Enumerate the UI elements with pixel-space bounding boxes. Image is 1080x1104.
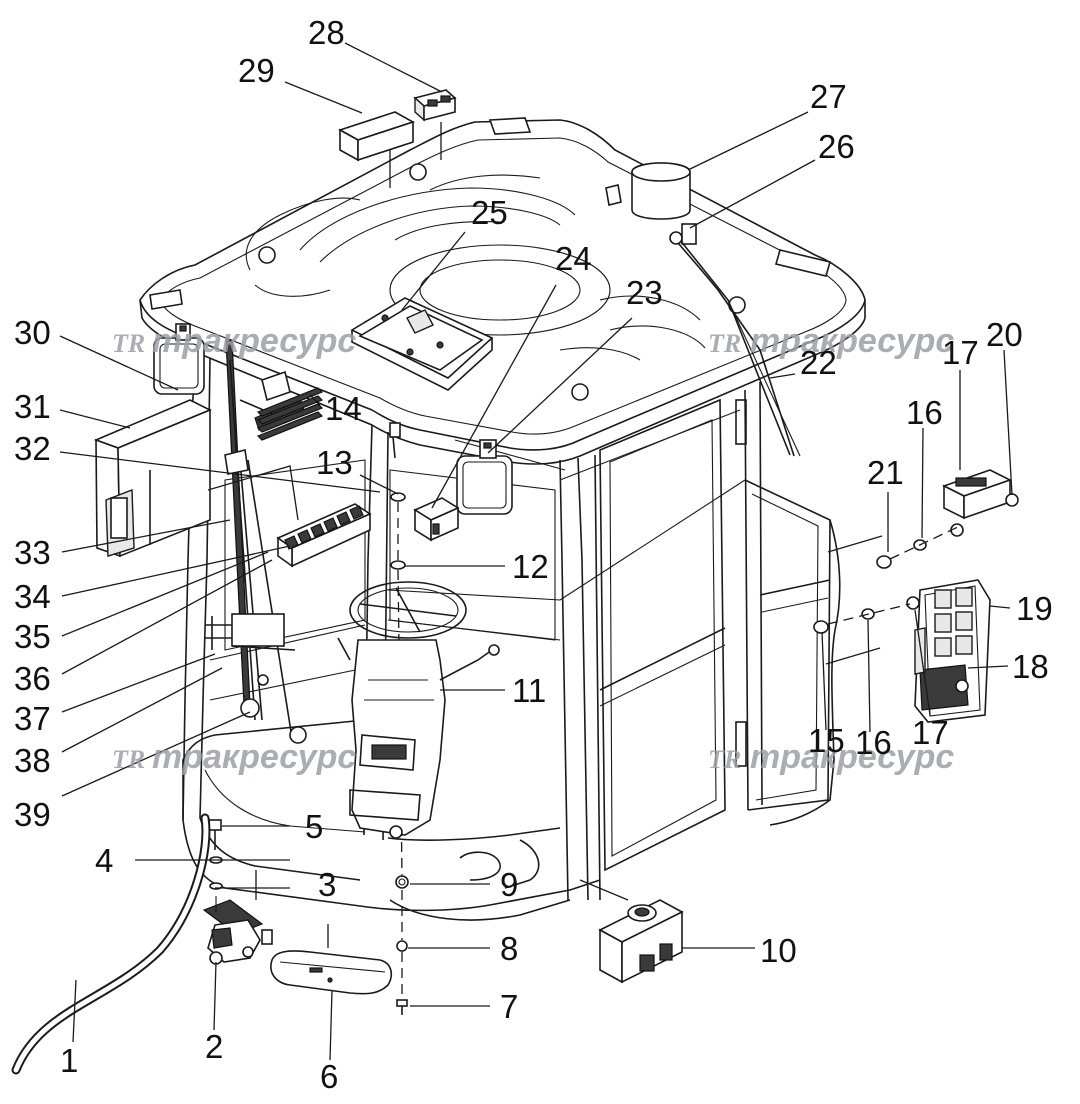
leader-lines <box>59 42 1013 1061</box>
label-part-28: 28 <box>308 14 345 51</box>
part-31-side-panel <box>93 399 212 558</box>
part-11-steering-column <box>337 581 500 839</box>
label-part-3: 3 <box>318 866 336 903</box>
label-part-4: 4 <box>95 842 113 879</box>
part-33-switch-panel <box>207 465 372 568</box>
part-14-grille <box>256 387 324 441</box>
label-part-10: 10 <box>760 932 797 969</box>
part-20-relay-box <box>941 469 1019 520</box>
part-37-bracket <box>205 613 296 651</box>
watermark-top-left: TR тракресурс <box>112 322 356 360</box>
label-part-35: 35 <box>14 618 51 655</box>
label-part-15: 15 <box>808 722 845 759</box>
label-part-36: 36 <box>14 660 51 697</box>
label-part-17-upper: 17 <box>942 334 979 371</box>
label-part-38: 38 <box>14 742 51 779</box>
label-part-5: 5 <box>305 808 323 845</box>
part-30-work-light <box>153 323 205 395</box>
label-part-29: 29 <box>238 52 275 89</box>
part-23-work-light <box>456 439 513 515</box>
label-part-17-lower: 17 <box>912 714 949 751</box>
watermark-top-right: TR тракресурс <box>708 322 954 360</box>
part-10-control-unit <box>579 879 684 984</box>
label-part-26: 26 <box>818 128 855 165</box>
label-part-33: 33 <box>14 534 51 571</box>
label-part-21: 21 <box>867 454 904 491</box>
part-24-connector <box>413 497 460 542</box>
part-2-pedal <box>202 899 273 965</box>
watermark-text: тракресурс <box>152 738 356 776</box>
label-part-7: 7 <box>500 988 518 1025</box>
part-22-wiper <box>669 223 801 457</box>
label-part-12: 12 <box>512 548 549 585</box>
watermark-bottom-left: TR тракресурс <box>112 738 356 776</box>
part-18-fuse-block <box>914 579 1009 723</box>
label-part-18: 18 <box>1012 648 1049 685</box>
watermark-logo: TR <box>112 329 145 358</box>
part-labels: 1 2 3 4 5 6 7 8 9 10 11 12 13 14 15 16 1… <box>14 14 1053 1095</box>
label-part-8: 8 <box>500 930 518 967</box>
watermark-logo: TR <box>708 745 741 774</box>
label-part-31: 31 <box>14 388 51 425</box>
watermark-text: тракресурс <box>750 738 954 776</box>
part-1-hose <box>11 813 211 1075</box>
cab-body <box>139 117 866 921</box>
watermark-bottom-right: TR тракресурс <box>708 738 954 776</box>
label-part-32: 32 <box>14 430 51 467</box>
part-15-fasteners <box>813 596 920 634</box>
label-part-27: 27 <box>810 78 847 115</box>
label-part-1: 1 <box>60 1042 78 1079</box>
label-part-6: 6 <box>320 1058 338 1095</box>
label-part-30: 30 <box>14 314 51 351</box>
part-21-fasteners <box>876 523 964 569</box>
part-25-overhead-unit <box>350 297 494 391</box>
label-part-11: 11 <box>512 672 546 709</box>
label-part-22: 22 <box>800 344 837 381</box>
watermark-text: тракресурс <box>750 322 954 360</box>
label-part-24: 24 <box>555 240 592 277</box>
label-part-25: 25 <box>471 194 508 231</box>
label-part-34: 34 <box>14 578 51 615</box>
label-part-16-lower: 16 <box>855 724 892 761</box>
part-5-bolt <box>208 819 223 912</box>
label-part-39: 39 <box>14 796 51 833</box>
part-28-switch-block <box>413 89 457 160</box>
label-part-14: 14 <box>325 390 362 427</box>
label-part-16-upper: 16 <box>906 394 943 431</box>
part-27-beacon <box>605 162 691 220</box>
part-29-box <box>338 111 415 188</box>
label-part-37: 37 <box>14 700 51 737</box>
part-9-fasteners <box>395 875 409 1015</box>
label-part-2: 2 <box>205 1028 223 1065</box>
watermark-logo: TR <box>708 329 741 358</box>
label-part-23: 23 <box>626 274 663 311</box>
label-part-13: 13 <box>316 444 353 481</box>
watermark-text: тракресурс <box>152 322 356 360</box>
label-part-19: 19 <box>1016 590 1053 627</box>
watermark-logo: TR <box>112 745 145 774</box>
label-part-9: 9 <box>500 866 518 903</box>
part-6-cover-plate <box>270 950 393 995</box>
label-part-20: 20 <box>986 316 1023 353</box>
